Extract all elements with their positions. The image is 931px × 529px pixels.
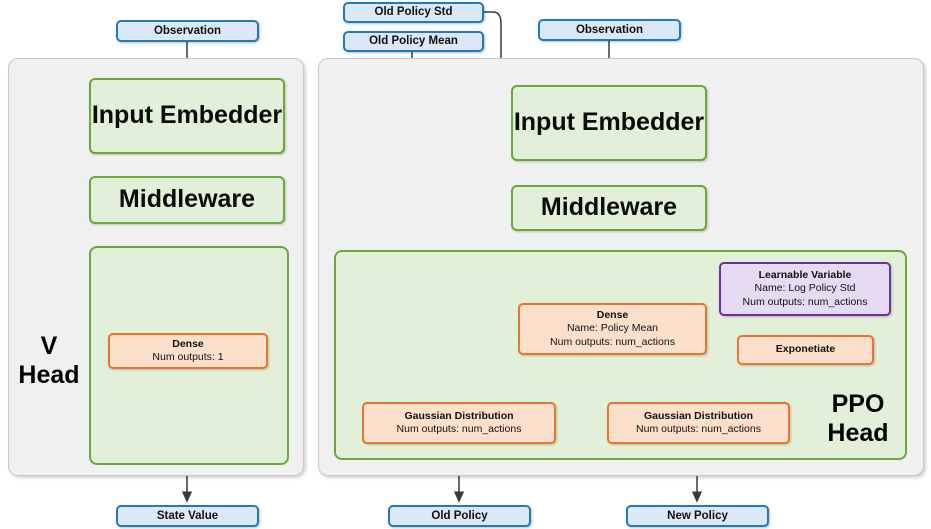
gaussian-distribution-old-node[interactable]: Gaussian Distribution Num outputs: num_a… [362,402,556,444]
ppo-dense-num-outputs: Num outputs: num_actions [550,335,675,348]
v-head-label-line1: V [40,332,58,360]
v-middleware-node[interactable]: Middleware [89,176,285,224]
ppo-dense-policy-mean-node[interactable]: Dense Name: Policy Mean Num outputs: num… [518,303,707,355]
input-old-policy-std[interactable]: Old Policy Std [343,2,484,23]
output-state-value[interactable]: State Value [116,505,259,527]
v-dense-node[interactable]: Dense Num outputs: 1 [108,333,268,369]
v-input-embedder-node[interactable]: Input Embedder [89,78,285,154]
gaussian-new-title: Gaussian Distribution [643,409,754,422]
learnable-variable-title: Learnable Variable [758,269,852,282]
v-dense-title: Dense [172,337,204,350]
ppo-middleware-node[interactable]: Middleware [511,185,707,231]
input-observation-v[interactable]: Observation [116,20,259,42]
learnable-variable-name: Name: Log Policy Std [754,282,856,295]
v-dense-num-outputs: Num outputs: 1 [152,351,224,363]
output-new-policy[interactable]: New Policy [626,505,769,527]
wire-old-policy-std-to-old-gaussian [484,11,507,405]
input-observation-ppo[interactable]: Observation [538,19,681,41]
gaussian-old-title: Gaussian Distribution [404,409,514,422]
exponentiate-node[interactable]: Exponetiate [737,335,874,365]
gaussian-distribution-new-node[interactable]: Gaussian Distribution Num outputs: num_a… [607,402,790,444]
gaussian-new-num-outputs: Num outputs: num_actions [636,423,761,435]
learnable-variable-node[interactable]: Learnable Variable Name: Log Policy Std … [719,262,891,316]
gaussian-old-num-outputs: Num outputs: num_actions [396,423,522,435]
v-head-label: V Head [8,332,90,390]
ppo-dense-name: Name: Policy Mean [566,322,659,335]
input-old-policy-mean[interactable]: Old Policy Mean [343,31,484,52]
exponentiate-title: Exponetiate [775,343,836,356]
output-old-policy[interactable]: Old Policy [388,505,531,527]
ppo-dense-title: Dense [596,309,629,322]
learnable-variable-num-outputs: Num outputs: num_actions [742,295,868,308]
ppo-head-label-line2: Head [827,418,889,447]
ppo-head-label: PPO Head [812,390,904,448]
v-head-label-line2: Head [18,360,80,389]
ppo-input-embedder-node[interactable]: Input Embedder [511,85,707,161]
ppo-head-label-line1: PPO [831,390,885,418]
